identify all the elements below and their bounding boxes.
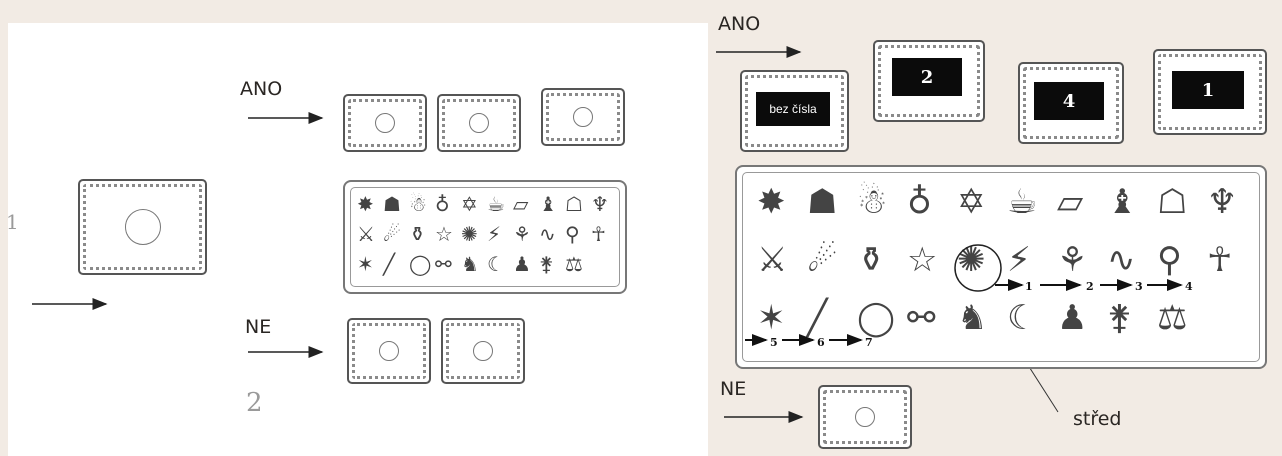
board-symbol-icon: ♞ [957, 298, 988, 338]
main-card [78, 179, 207, 275]
small-board: ✸ ☗ ☃ ♁ ✡ ☕ ▱ ♝ ☖ ♆ ⚔ ☄ ⚱ ☆ ✺ ⚡ ⚘ ∿ ⚲ ☥ ✶ ╱ ◯⚯ ♞ ☾ ♟ ⚵ ⚖ [343, 180, 627, 294]
yes-label-left: ANO [240, 78, 283, 100]
card-no-number: bez čísla [740, 70, 849, 152]
board-symbol-icon: ☄ [383, 222, 401, 246]
yes-card-2 [437, 94, 521, 152]
no-label-left: NE [245, 316, 272, 338]
board-symbol-icon: ⚔ [757, 240, 788, 280]
board-symbol-icon: ☗ [383, 192, 401, 216]
board-symbol-icon: ☥ [1207, 240, 1233, 280]
board-symbol-icon: ♆ [591, 192, 609, 216]
board-symbol-icon: ⚡ [1007, 240, 1031, 280]
board-symbol-icon: ♝ [1107, 182, 1138, 222]
board-symbol-icon: ∿ [539, 222, 556, 246]
board-symbol-icon: ☾ [1007, 298, 1038, 338]
step-number-2: 2 [246, 388, 263, 418]
board-symbol-icon: ♟ [513, 252, 531, 276]
board-symbol-icon: ✺ [461, 222, 478, 246]
board-symbol-icon: ♁ [907, 182, 932, 222]
board-symbol-icon: ♁ [435, 192, 450, 216]
step-number-1: 1 [6, 210, 19, 234]
path-number: 1 [1025, 280, 1033, 293]
board-symbol-icon: ╱ [807, 298, 828, 338]
board-symbol-icon: ☆ [907, 240, 938, 280]
path-number: 7 [865, 336, 873, 349]
board-symbol-icon: ⚵ [1107, 298, 1132, 338]
board-symbol-icon: ☥ [591, 222, 606, 246]
board-symbol-icon: ☾ [487, 252, 505, 276]
board-symbol-icon: ⚔ [357, 222, 375, 246]
yes-label-right: ANO [718, 13, 761, 35]
board-symbol-icon: ♝ [539, 192, 557, 216]
card-number: 4 [1034, 82, 1104, 120]
board-symbol-icon: ✶ [757, 298, 786, 338]
board-symbol-icon: ☕ [487, 192, 505, 216]
board-symbol-icon: ✸ [757, 182, 786, 222]
board-symbol-icon: ⚯ [435, 252, 452, 276]
board-symbol-icon: ☃ [857, 182, 888, 222]
board-symbol-icon: ▱ [1057, 182, 1084, 222]
emblem-icon [124, 209, 161, 245]
board-symbol-icon: ☆ [435, 222, 453, 246]
board-symbol-icon: ⚘ [1057, 240, 1088, 280]
path-number: 4 [1185, 280, 1193, 293]
card-text: bez čísla [756, 92, 830, 126]
path-number: 6 [817, 336, 825, 349]
yes-card-1 [343, 94, 427, 152]
board-symbol-icon: ✺ [957, 240, 986, 280]
center-label: střed [1073, 408, 1122, 430]
path-number: 3 [1135, 280, 1143, 293]
board-symbol-icon: ⚱ [409, 222, 426, 246]
large-board: ✸ ☗ ☃ ♁ ✡ ☕ ▱ ♝ ☖ ♆ ⚔ ☄ ⚱ ☆ ✺ ⚡ ⚘ ∿ ⚲ ☥ ✶ ╱ ◯ ⚯ ♞ ☾ ♟ ⚵ ⚖ [735, 165, 1267, 369]
board-symbol-icon: ⚱ [857, 240, 886, 280]
board-symbol-icon: ∿ [1107, 240, 1136, 280]
board-symbol-icon: ✡ [957, 182, 986, 222]
board-symbol-icon: ⚖ [1157, 298, 1188, 338]
card-number: 1 [1172, 71, 1244, 109]
card-4: 4 [1018, 62, 1124, 144]
board-symbol-icon: ♆ [1207, 182, 1238, 222]
card-number: 2 [892, 58, 962, 96]
path-number: 2 [1086, 280, 1094, 293]
board-symbol-icon: ☄ [807, 240, 838, 280]
board-symbol-icon: ☗ [807, 182, 838, 222]
board-symbol-icon: ⚡ [487, 222, 502, 246]
board-symbol-icon: ⚵ [539, 252, 554, 276]
center-circle [954, 244, 1002, 292]
board-symbol-icon: ♟ [1057, 298, 1088, 338]
board-symbol-icon: ♞ [461, 252, 479, 276]
board-symbol-icon: ⚖ [565, 252, 583, 276]
board-symbol-icon: ⚲ [565, 222, 580, 246]
board-symbol-icon: ⚘ [513, 222, 531, 246]
board-symbol-icon: ☖ [565, 192, 583, 216]
board-symbol-icon: ◯ [409, 252, 432, 276]
card-1: 1 [1153, 49, 1267, 135]
board-symbol-icon: ⚯ [907, 298, 936, 338]
board-symbol-icon: ╱ [383, 252, 396, 276]
card-2: 2 [873, 40, 985, 122]
yes-card-3 [541, 88, 625, 146]
board-symbol-icon: ✶ [357, 252, 374, 276]
board-symbol-icon: ▱ [513, 192, 529, 216]
path-number: 5 [770, 336, 778, 349]
board-symbol-icon: ☕ [1007, 182, 1038, 222]
no-label-right: NE [720, 378, 747, 400]
board-symbol-icon: ☖ [1157, 182, 1188, 222]
board-symbol-icon: ✡ [461, 192, 478, 216]
board-symbol-icon: ✸ [357, 192, 374, 216]
board-symbol-icon: ☃ [409, 192, 427, 216]
no-card-1 [347, 318, 431, 384]
no-card-2 [441, 318, 525, 384]
board-symbol-icon: ⚲ [1157, 240, 1182, 280]
no-card-right [818, 385, 912, 449]
board-symbol-icon: ◯ [857, 298, 896, 338]
